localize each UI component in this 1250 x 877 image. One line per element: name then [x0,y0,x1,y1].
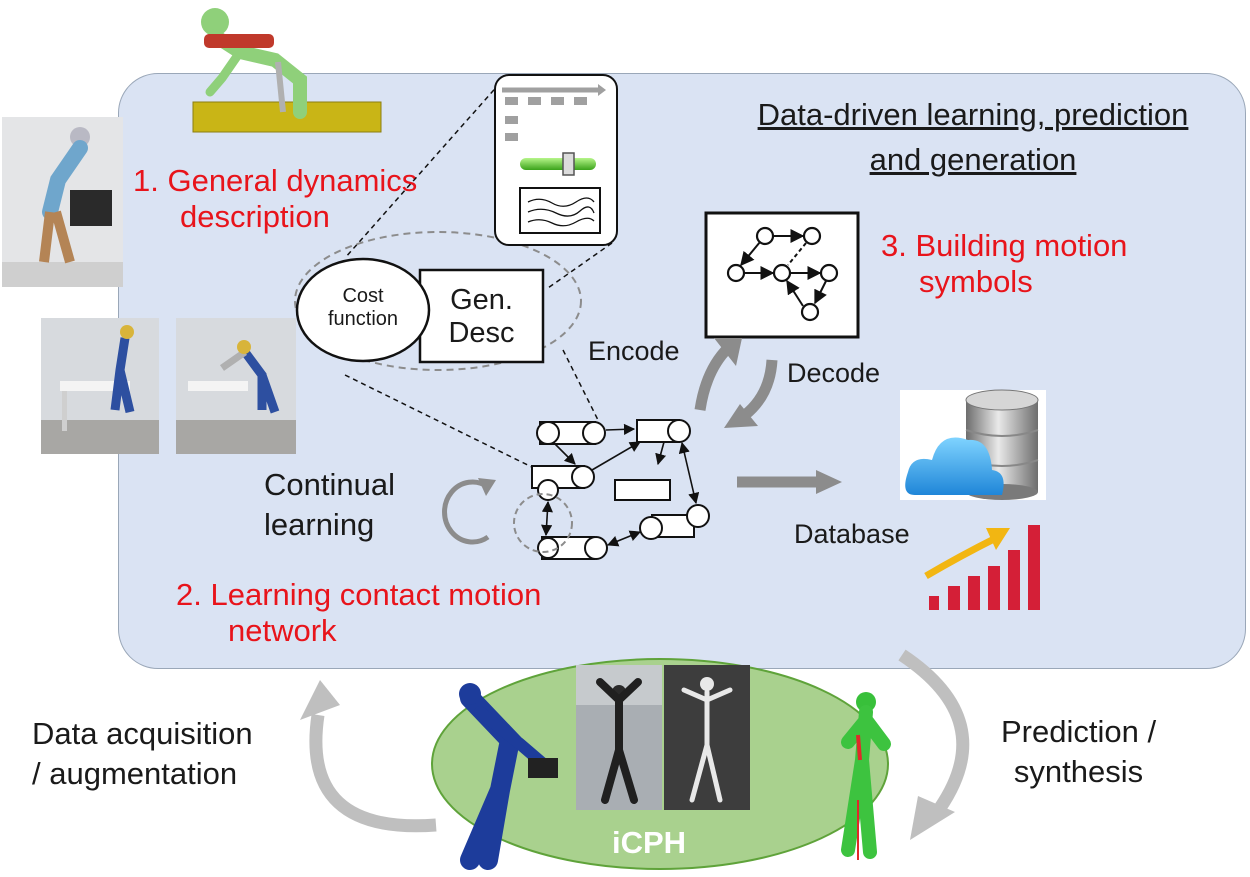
main-panel [118,73,1246,669]
focus-circle [513,493,573,553]
database-label: Database [794,519,910,549]
decode-arrow [741,359,778,420]
encode-label: Encode [588,336,680,366]
data-acquisition-label: Data acquisition / augmentation [32,716,253,792]
person-lifting-photo [2,117,123,287]
acquisition-cycle-arrow [309,714,437,833]
motion-symbols-graph [704,211,860,339]
database-icon [900,389,1046,500]
decode-label: Decode [787,358,881,388]
robot-photo-2 [176,318,296,454]
continual-learning-label: Continual learning [264,467,395,543]
growth-bar-chart-icon [924,525,1040,610]
step-1-label: 1. General dynamics description [133,163,418,234]
contact-motion-network [531,419,710,560]
zoom-ellipse [294,231,582,371]
step-3-label: 3. Building motion symbols [881,228,1128,299]
gen-desc-label: Gen. Desc [448,284,515,350]
humanoid-robot-image [459,683,558,870]
gen-desc-box [418,268,545,364]
skeleton-figure-top [192,8,382,133]
cost-function-ellipse [295,257,431,363]
diagram-title: Data-driven learning, prediction and gen… [712,93,1234,183]
prediction-cycle-arrow [898,649,970,812]
prediction-synthesis-label: Prediction / synthesis [1001,714,1157,790]
title-line-2: and generation [869,141,1077,177]
step-2-label: 2. Learning contact motion network [176,577,542,648]
motion-capture-photo [576,665,662,810]
encode-arrow [694,344,733,411]
icph-label: iCPH [612,825,687,860]
software-window [494,74,618,246]
title-line-1: Data-driven learning, prediction [757,97,1189,132]
continual-learning-arrow [442,479,490,545]
musculoskeletal-figure [841,692,891,860]
skeleton-model-render [664,665,750,810]
cost-function-label: Cost function [327,285,399,330]
robot-photo-1 [41,318,159,454]
